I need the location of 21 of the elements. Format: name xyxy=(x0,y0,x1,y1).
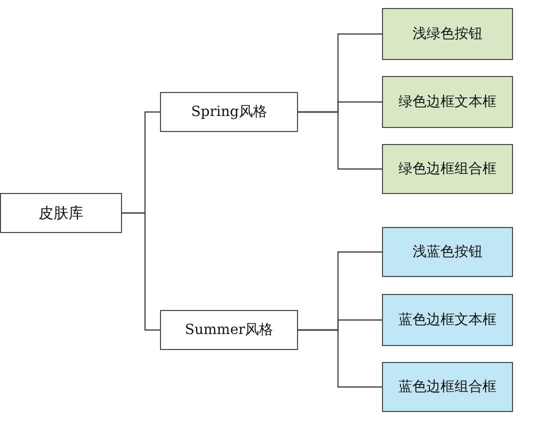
node-label: 蓝色边框组合框 xyxy=(398,378,496,396)
connector-line xyxy=(298,111,382,170)
node-label: Summer风格 xyxy=(184,321,274,339)
node-box xyxy=(382,8,513,60)
node-label: 绿色边框组合框 xyxy=(398,160,496,178)
node-box xyxy=(0,193,122,233)
node-box xyxy=(382,362,513,412)
node-box xyxy=(382,144,513,194)
node-box xyxy=(160,92,298,132)
node-box xyxy=(382,227,513,277)
node-label: 绿色边框文本框 xyxy=(398,93,496,111)
node-label: 皮肤库 xyxy=(38,204,84,222)
node-box xyxy=(382,76,513,128)
node-label: 蓝色边框文本框 xyxy=(398,311,496,329)
node-label: 浅蓝色按钮 xyxy=(412,243,482,261)
node-label: Spring风格 xyxy=(191,103,267,121)
node-label: 浅绿色按钮 xyxy=(412,25,482,43)
connector-line xyxy=(122,212,160,331)
node-box xyxy=(160,310,298,350)
connector-line xyxy=(298,329,382,388)
node-box xyxy=(382,294,513,346)
